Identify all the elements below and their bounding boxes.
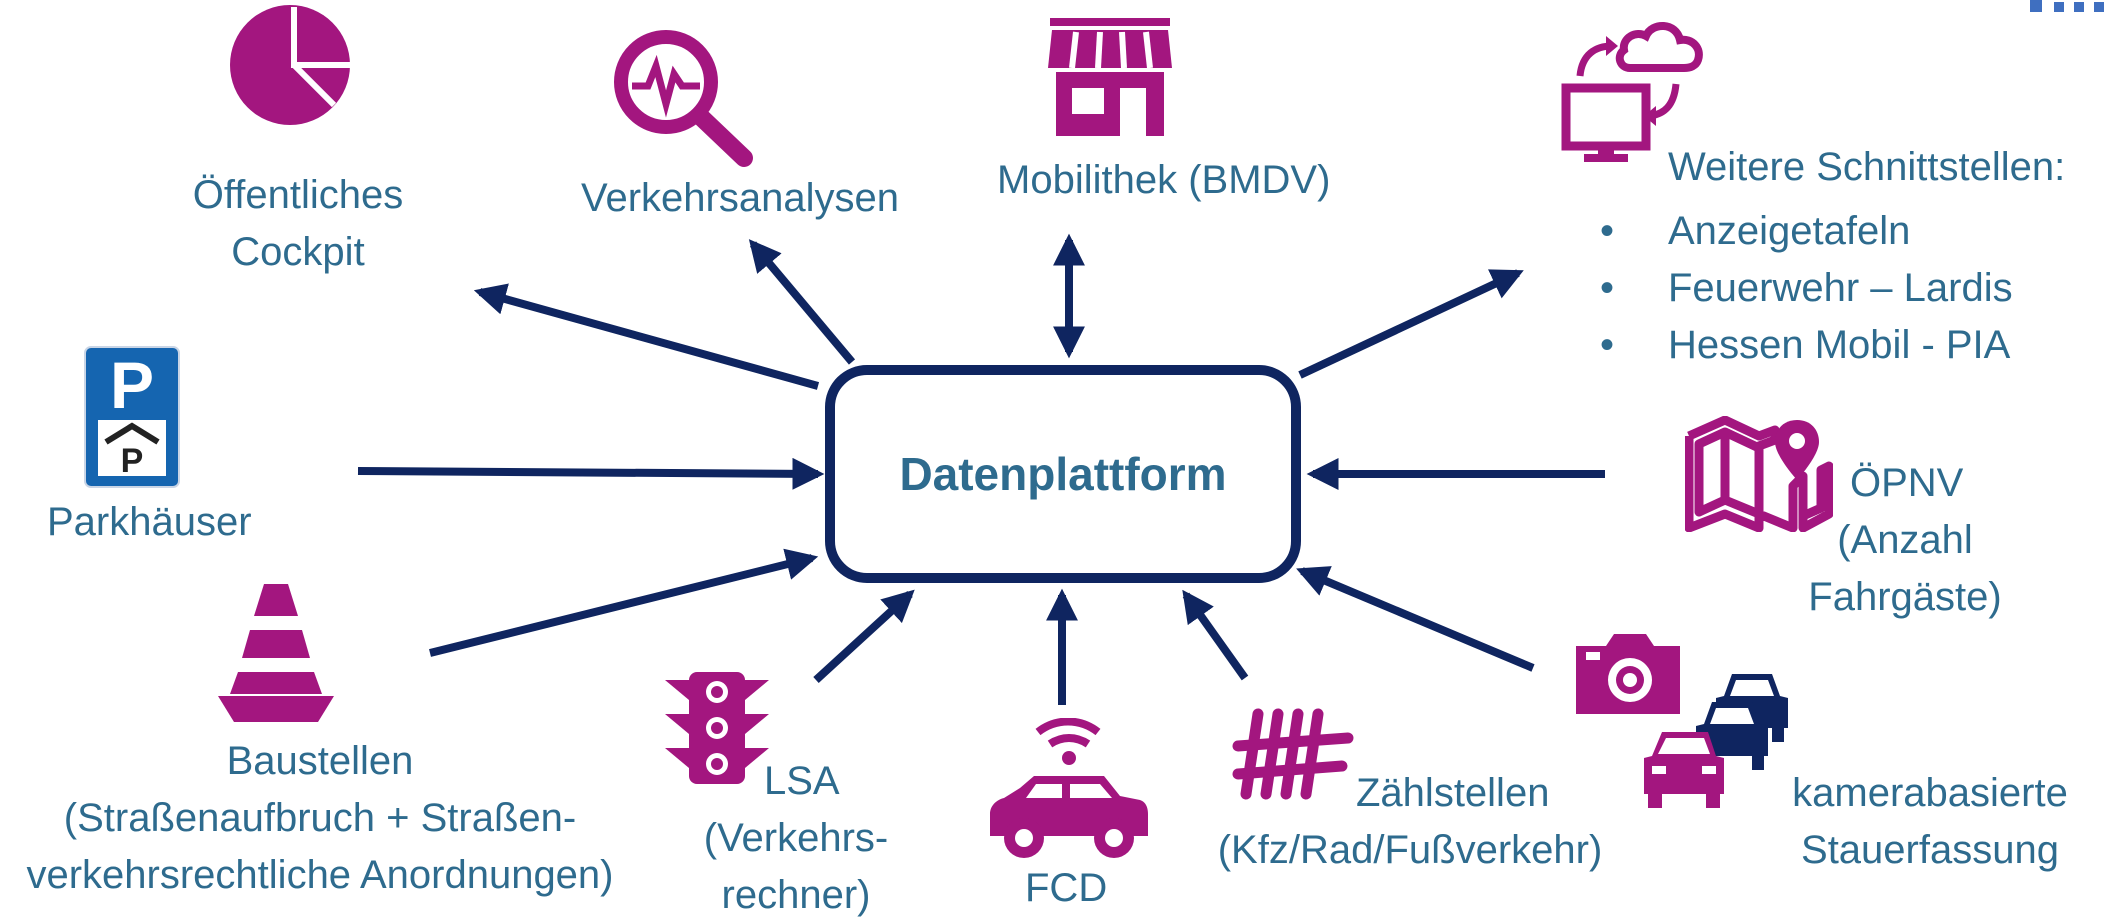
arrow-from-baustellen	[429, 548, 819, 657]
connected-car-icon	[990, 718, 1148, 858]
schnittstellen-item: Anzeigetafeln	[1600, 203, 2013, 260]
corner-dots-icon	[2030, 0, 2104, 12]
svg-text:P: P	[121, 442, 144, 480]
arrow-from-parkhaeuser	[357, 457, 825, 490]
baustellen-label-line3: verkehrsrechtliche Anordnungen)	[26, 853, 614, 897]
kamera-label-line1: kamerabasierte	[1792, 771, 2068, 815]
traffic-cone-icon	[218, 584, 334, 722]
tally-marks-icon	[1232, 708, 1354, 800]
arrow-to-schnittstellen	[1298, 269, 1524, 379]
lsa-label-line1: LSA	[764, 759, 840, 803]
mobilithek-label: Mobilithek (BMDV)	[997, 158, 1331, 202]
schnittstellen-heading: Weitere Schnittstellen:	[1668, 145, 2066, 189]
arrow-to-analysen	[748, 239, 856, 365]
analysen-label: Verkehrsanalysen	[581, 176, 899, 220]
lsa-label-line3: rechner)	[721, 873, 871, 917]
schnittstellen-item: Feuerwehr – Lardis	[1600, 260, 2013, 317]
cockpit-label-line2: Cockpit	[231, 230, 365, 274]
arrow-from-kamera	[1296, 566, 1535, 672]
baustellen-label-line1: Baustellen	[226, 739, 414, 783]
cockpit-label-line1: Öffentliches	[192, 173, 404, 217]
arrow-from-zaehlstellen	[1182, 589, 1249, 681]
schnittstellen-list: Anzeigetafeln Feuerwehr – Lardis Hessen …	[1600, 203, 2013, 374]
oepnv-label: ÖPNV (Anzahl Fahrgäste)	[1805, 455, 2005, 626]
kamera-label: kamerabasierte Stauerfassung	[1770, 765, 2090, 879]
kamera-label-line2: Stauerfassung	[1801, 828, 2059, 872]
svg-text:P: P	[110, 348, 154, 422]
oepnv-label-line1: ÖPNV	[1850, 461, 1964, 505]
pie-chart-icon	[230, 5, 350, 125]
analysis-magnifier-icon	[614, 30, 753, 167]
zaehlstellen-label-line2: (Kfz/Rad/Fußverkehr)	[1217, 828, 1603, 872]
map-pin-icon	[1685, 416, 1833, 532]
traffic-jam-icon	[1644, 674, 1788, 808]
camera-icon	[1576, 634, 1680, 714]
zaehlstellen-label: Zählstellen (Kfz/Rad/Fußverkehr)	[1200, 765, 1620, 879]
datenplattform-label: Datenplattform	[899, 448, 1227, 500]
parkhaeuser-label: Parkhäuser	[47, 500, 252, 544]
arrow-to-cockpit	[473, 283, 820, 390]
fcd-label: FCD	[1025, 866, 1108, 910]
computer-cloud-sync-icon	[1561, 22, 1703, 162]
oepnv-label-line2: (Anzahl	[1837, 518, 1973, 562]
datenplattform-box: Datenplattform	[825, 365, 1301, 583]
oepnv-label-line3: Fahrgäste)	[1808, 575, 2002, 619]
storefront-icon	[1048, 18, 1172, 136]
schnittstellen-item: Hessen Mobil - PIA	[1600, 317, 2013, 374]
lsa-label: LSA (Verkehrs- rechner)	[676, 753, 916, 924]
arrow-from-lsa	[813, 589, 915, 683]
parking-sign-icon: P P	[84, 346, 180, 488]
zaehlstellen-label-line1: Zählstellen	[1356, 771, 1550, 815]
baustellen-label: Baustellen (Straßenaufbruch + Straßen- v…	[0, 733, 640, 904]
baustellen-label-line2: (Straßenaufbruch + Straßen-	[63, 796, 577, 840]
traffic-light-icon	[665, 672, 769, 784]
cockpit-label: Öffentliches Cockpit	[178, 167, 418, 281]
lsa-label-line2: (Verkehrs-	[703, 816, 889, 860]
